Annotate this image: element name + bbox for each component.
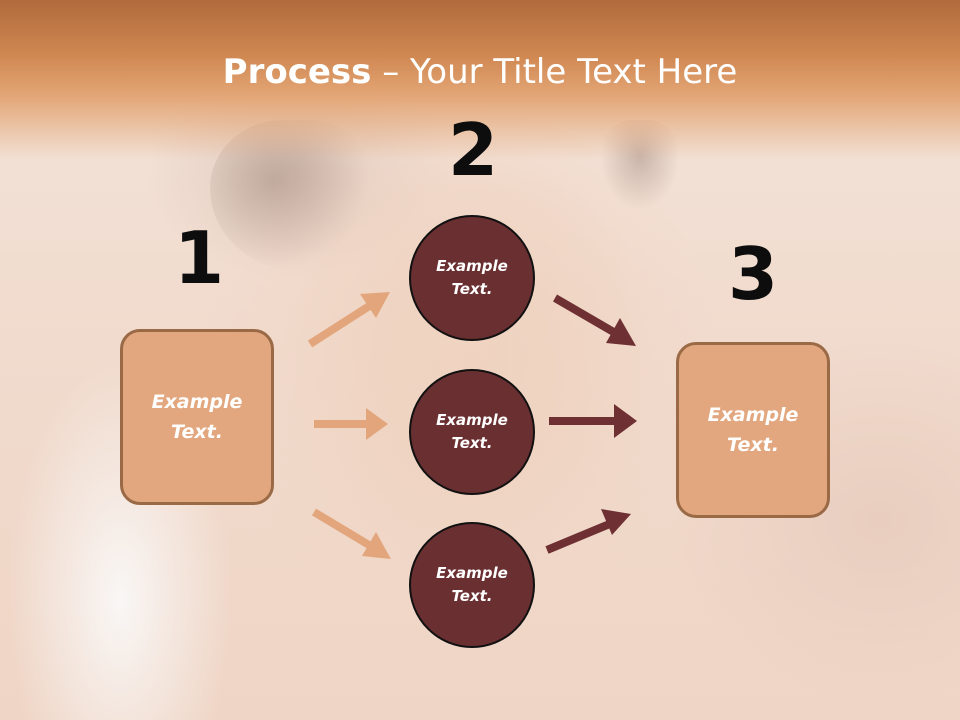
step-number-3: 3: [727, 232, 779, 316]
step-number-2: 2: [447, 108, 499, 192]
title-bar: [0, 0, 960, 160]
step-box-1: Example Text.: [120, 329, 274, 505]
step-number-1: 1: [173, 216, 225, 300]
step-box-3-text: Example Text.: [707, 404, 799, 456]
slide-title: Process – Your Title Text Here: [0, 52, 960, 92]
arrow-box1-to-middle-circle: [314, 408, 388, 440]
step-circle-top: Example Text.: [409, 215, 535, 341]
title-rest: Your Title Text Here: [410, 52, 738, 92]
step-circle-bottom: Example Text.: [409, 522, 535, 648]
step-box-1-text: Example Text.: [151, 391, 243, 443]
arrow-box1-to-top-circle: [307, 292, 390, 348]
step-circle-top-text: Example Text.: [436, 257, 508, 298]
arrow-middle-circle-to-box3: [549, 404, 637, 438]
step-box-3: Example Text.: [676, 342, 830, 518]
arrow-bottom-circle-to-box3: [545, 509, 631, 554]
title-bold: Process: [222, 52, 372, 92]
arrow-box1-to-bottom-circle: [311, 508, 391, 559]
step-circle-bottom-text: Example Text.: [436, 564, 508, 605]
step-circle-middle: Example Text.: [409, 369, 535, 495]
arrow-top-circle-to-box3: [552, 294, 636, 346]
step-circle-middle-text: Example Text.: [436, 411, 508, 452]
title-separator: –: [371, 52, 411, 92]
